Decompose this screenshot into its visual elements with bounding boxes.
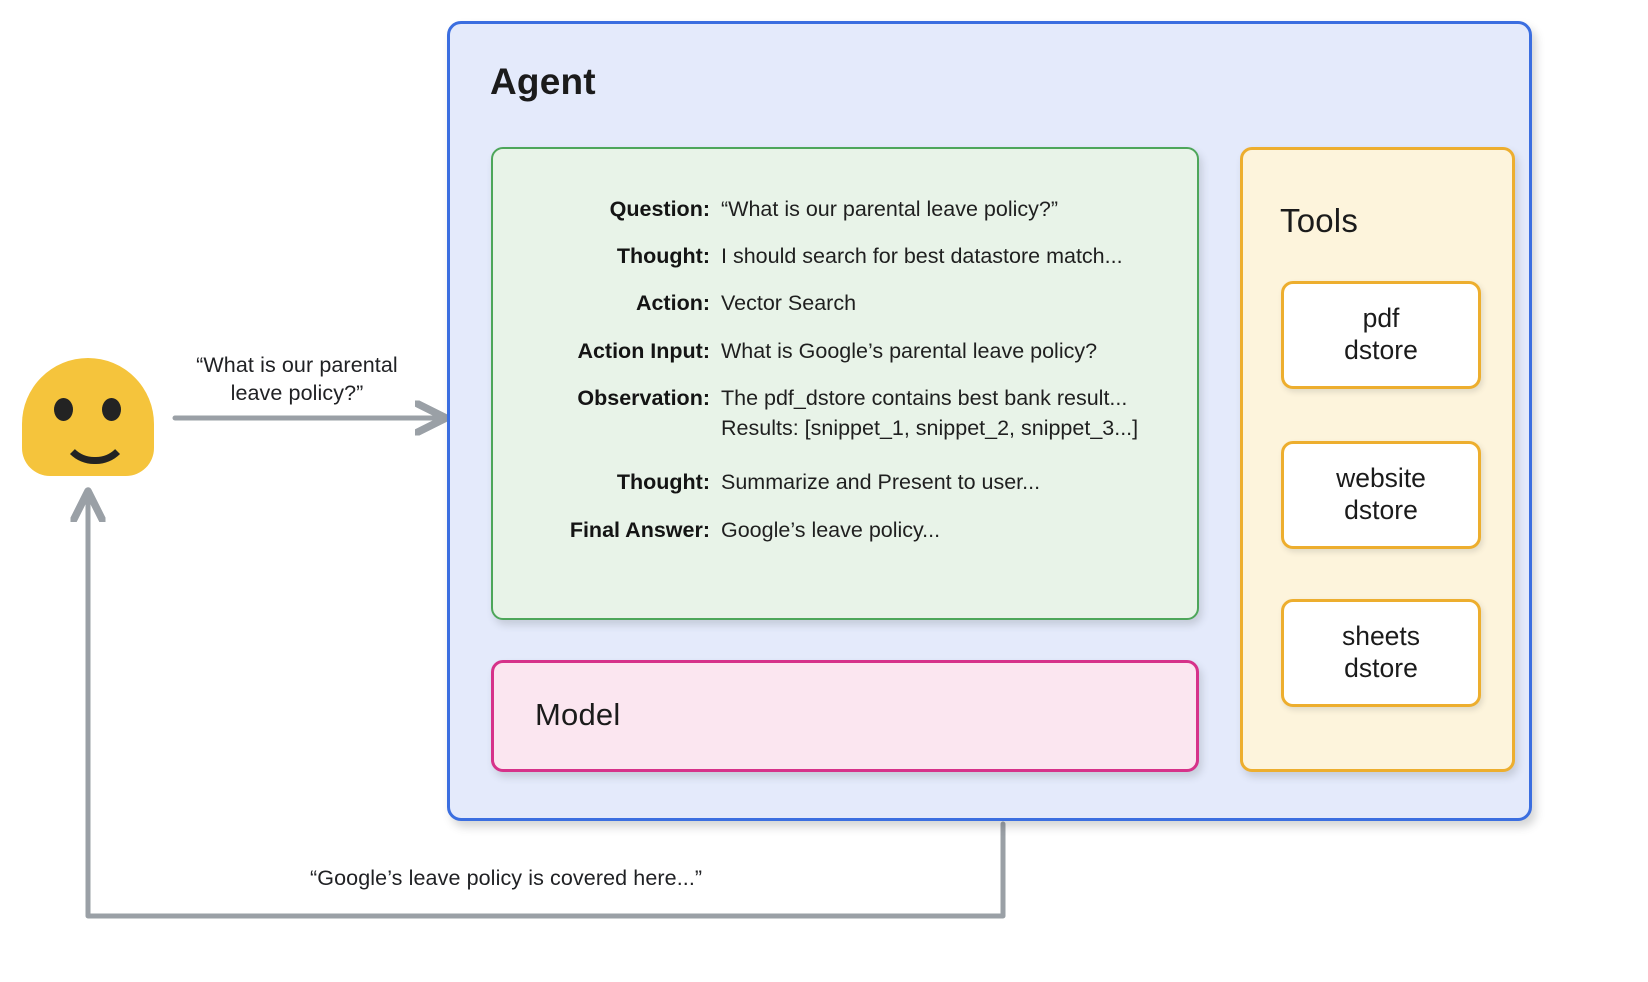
trace-row-value-line-2: Results: [snippet_1, snippet_2, snippet_… <box>721 416 1139 441</box>
trace-row-value-line-1: What is Google’s parental leave policy? <box>721 338 1098 363</box>
tool-card-pdf-dstore[interactable]: pdf dstore <box>1281 281 1481 389</box>
tool-card-line-2: dstore <box>1344 495 1418 525</box>
user-question-line-2: leave policy?” <box>230 380 364 405</box>
trace-row-value: What is Google’s parental leave policy? <box>721 338 1097 364</box>
agent-trace-panel: Question: “What is our parental leave pol… <box>491 147 1199 620</box>
user-avatar-icon <box>22 358 154 476</box>
avatar-smile-icon <box>60 420 130 464</box>
trace-row-value: Google’s leave policy... <box>721 517 940 543</box>
trace-row: Observation: The pdf_dstore contains best… <box>493 385 1197 441</box>
trace-row-label: Action Input: <box>577 338 710 363</box>
tool-card-website-dstore[interactable]: website dstore <box>1281 441 1481 549</box>
trace-row-label: Final Answer: <box>569 517 710 542</box>
trace-row-value-line-1: The pdf_dstore contains best bank result… <box>721 385 1128 410</box>
agent-response-label: “Google’s leave policy is covered here..… <box>310 866 703 890</box>
tool-card-line-2: dstore <box>1344 653 1418 683</box>
tool-card-sheets-dstore[interactable]: sheets dstore <box>1281 599 1481 707</box>
trace-row-label: Action: <box>635 291 710 316</box>
trace-row: Question: “What is our parental leave pol… <box>493 196 1197 222</box>
tool-card-line-2: dstore <box>1344 335 1418 365</box>
agent-title: Agent <box>490 61 596 102</box>
tool-card-line-1: pdf <box>1362 303 1400 334</box>
trace-row-value: The pdf_dstore contains best bank result… <box>721 385 1138 441</box>
trace-row: Final Answer: Google’s leave policy... <box>493 517 1197 543</box>
trace-row: Thought: Summarize and Present to user... <box>493 469 1197 495</box>
trace-row-value: Summarize and Present to user... <box>721 469 1040 495</box>
trace-row-value: “What is our parental leave policy?” <box>721 196 1058 222</box>
trace-row-value: I should search for best datastore match… <box>721 243 1123 269</box>
trace-row-value-line-1: Google’s leave policy... <box>721 517 941 542</box>
arrow-agent-to-user <box>88 500 1006 919</box>
trace-row-label: Thought: <box>616 244 710 269</box>
user-question-line-1: “What is our parental <box>196 353 398 377</box>
trace-row-label: Question: <box>609 197 710 221</box>
user-question-label: “What is our parental leave policy?” <box>172 352 422 407</box>
tools-title: Tools <box>1280 202 1359 239</box>
trace-row-value-line-1: Summarize and Present to user... <box>721 470 1041 495</box>
trace-row-list: Question: “What is our parental leave pol… <box>493 196 1197 564</box>
trace-row-label: Observation: <box>577 385 710 410</box>
tool-card-line-1: sheets <box>1341 621 1421 652</box>
avatar-right-eye-icon <box>102 398 121 421</box>
trace-row-value-line-1: Vector Search <box>721 291 857 316</box>
avatar-left-eye-icon <box>54 398 73 421</box>
trace-row-value-line-1: “What is our parental leave policy?” <box>721 197 1058 221</box>
tool-card-line-1: website <box>1336 463 1426 494</box>
trace-row-value: Vector Search <box>721 290 856 316</box>
trace-row: Action: Vector Search <box>493 290 1197 316</box>
model-panel: Model <box>491 660 1199 772</box>
agent-container: Agent Question: “What is our parental lea… <box>447 21 1532 821</box>
model-title: Model <box>535 697 621 732</box>
trace-row-value-line-1: I should search for best datastore match… <box>721 244 1123 269</box>
trace-row: Action Input: What is Google’s parental l… <box>493 338 1197 364</box>
tools-panel: Tools pdf dstore website dstore sheets d… <box>1240 147 1515 772</box>
trace-row-label: Thought: <box>616 470 710 495</box>
trace-row: Thought: I should search for best datasto… <box>493 243 1197 269</box>
